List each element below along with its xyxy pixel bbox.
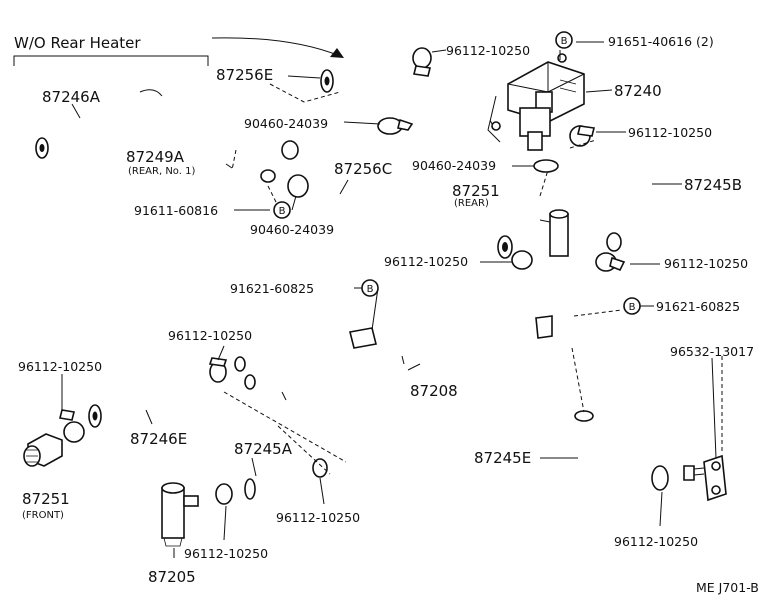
clamp-87249A-upper (377, 117, 414, 135)
variant-header: W/O Rear Heater (13, 34, 344, 66)
label-87208: 87208 (410, 382, 458, 400)
fitting-87251-front (23, 433, 63, 467)
svg-text:B: B (561, 36, 568, 47)
label-87246E: 87246E (130, 430, 187, 448)
label-90460-a: 90460-24039 (244, 116, 328, 131)
label-96112-bottom3: 96112-10250 (614, 534, 698, 549)
label-91621-left: 91621-60825 (230, 281, 314, 296)
label-96112-bottom1: 96112-10250 (276, 510, 360, 525)
label-87245A: 87245A (234, 440, 293, 458)
hose-87245A (215, 458, 328, 505)
label-87245E: 87245E (474, 449, 531, 467)
label-96112-bottom2: 96112-10250 (184, 546, 268, 561)
label-96112-top: 96112-10250 (446, 43, 530, 58)
diagram-code: ME J701-B (696, 580, 759, 595)
part-labels: 87246A 87256E 96112-10250 91651-40616 (2… (18, 34, 754, 586)
label-91611: 91611-60816 (134, 203, 218, 218)
clamp-mid-right (595, 252, 626, 272)
label-87240: 87240 (614, 82, 662, 100)
clamp-87249A-lower (281, 140, 309, 198)
clamp-87208-left (208, 357, 228, 383)
svg-text:B: B (367, 284, 374, 295)
variant-bracket (13, 55, 209, 66)
hose-87256E (320, 54, 394, 93)
hose-87256C (318, 186, 513, 259)
label-87246A: 87246A (42, 88, 101, 106)
hose-87246E (88, 370, 202, 428)
variant-arrow-shaft (211, 37, 341, 57)
pipe-assembly-87208 (234, 266, 606, 401)
clamp-front (59, 409, 85, 443)
clamp-90460-mid (533, 159, 559, 173)
label-87205: 87205 (148, 568, 196, 586)
water-valve-87240 (487, 53, 585, 151)
label-87251-rear-sub: (REAR) (454, 198, 489, 209)
label-96112-right1: 96112-10250 (628, 125, 712, 140)
label-87256C: 87256C (334, 160, 392, 178)
leader-lines (61, 41, 717, 558)
bolt-badge-91611: B (273, 201, 291, 219)
svg-text:B: B (279, 206, 286, 217)
label-91651: 91651-40616 (2) (608, 34, 714, 49)
clamp-mid-left (511, 250, 533, 270)
label-87245B: 87245B (684, 176, 742, 194)
label-87251-front-sub: (FRONT) (22, 510, 64, 521)
label-90460-c: 90460-24039 (250, 222, 334, 237)
svg-text:B: B (629, 302, 636, 313)
clamp-top (412, 47, 432, 77)
hose-87246A (35, 89, 213, 159)
label-90460-b: 90460-24039 (412, 158, 496, 173)
label-87251-rear: 87251 (452, 182, 500, 200)
pipe-87251-rear (539, 209, 569, 257)
label-96112-mid: 96112-10250 (384, 254, 468, 269)
label-96112-left2: 96112-10250 (18, 359, 102, 374)
label-96112-left1: 96112-10250 (168, 328, 252, 343)
hose-87245B (569, 125, 651, 252)
label-87249A-sub: (REAR, No. 1) (128, 166, 195, 177)
label-91621-right: 91621-60825 (656, 299, 740, 314)
label-87249A: 87249A (126, 148, 185, 166)
variant-title: W/O Rear Heater (14, 34, 141, 52)
label-87256E: 87256E (216, 66, 273, 84)
hose-87249A (220, 122, 380, 183)
label-96532: 96532-13017 (670, 344, 754, 359)
bracket-96532 (683, 454, 727, 502)
variant-arrow-head (330, 48, 344, 58)
hose-87245E (574, 408, 669, 512)
label-87251-front: 87251 (22, 490, 70, 508)
bolt-badge-91621-right: B (623, 297, 641, 315)
label-96112-right2: 96112-10250 (664, 256, 748, 271)
dashed-routing (223, 83, 723, 475)
bolt-badge-91651: B (555, 31, 573, 49)
pipe-87205 (161, 482, 199, 547)
bolt-badge-91621-left: B (361, 279, 379, 297)
